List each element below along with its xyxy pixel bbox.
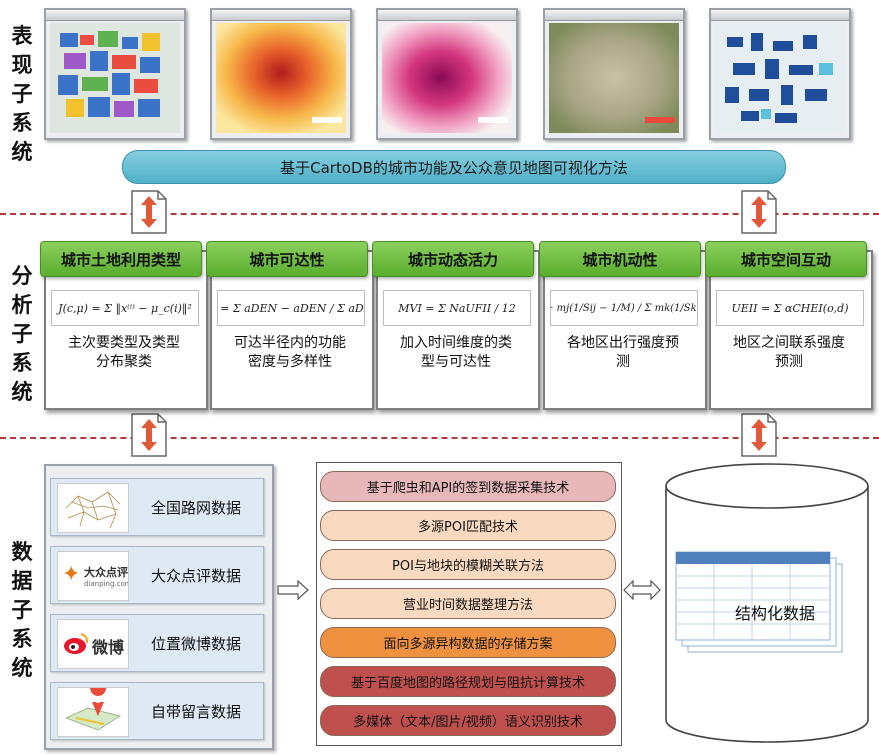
satellite-map-image xyxy=(549,23,679,133)
land-use-map-image xyxy=(50,23,180,133)
data-source-weibo: 微博 位置微博数据 xyxy=(50,614,264,672)
document-exchange-icon xyxy=(741,190,777,234)
card-desc-land-use: 主次要类型及类型分布聚类 xyxy=(68,335,180,370)
map-window-blue-parcels xyxy=(709,8,851,140)
road-network-thumbnail-icon xyxy=(57,483,129,533)
formula-interaction: UEII = Σ αCHEI(o,d) xyxy=(716,290,864,326)
map-window-satellite xyxy=(543,8,685,140)
technique-checkin-collection: 基于爬虫和API的签到数据采集技术 xyxy=(320,471,616,502)
formula-vitality: MVI = Σ NaUFII / 12 xyxy=(383,290,531,326)
technique-multimedia-semantics: 多媒体（文本/图片/视频）语义识别技术 xyxy=(320,705,616,736)
separator-top xyxy=(0,213,879,215)
separator-bottom xyxy=(0,437,879,439)
card-desc-accessibility: 可达半径内的功能密度与多样性 xyxy=(234,335,346,370)
data-source-label: 大众点评数据 xyxy=(151,566,242,585)
heat-map-magenta-image xyxy=(382,23,512,133)
analysis-subsystem-label: 分析子系统 xyxy=(11,264,33,404)
data-source-dianping: ✦ 大众点评 dianping.com 大众点评数据 xyxy=(50,546,264,604)
presentation-subsystem-label: 表现子系统 xyxy=(11,24,33,164)
dianping-logo-icon: ✦ 大众点评 dianping.com xyxy=(57,551,129,601)
card-desc-interaction: 地区之间联系强度预测 xyxy=(733,335,845,370)
card-title-land-use: 城市土地利用类型 xyxy=(40,241,202,277)
map-pin-thumbnail-icon xyxy=(57,687,129,737)
database-cylinder-icon xyxy=(665,463,869,743)
formula-land-use: J(c,μ) = Σ ‖x⁽ⁱ⁾ − μ_c(i)‖² xyxy=(51,290,199,326)
weibo-logo-icon: 微博 xyxy=(57,619,129,669)
data-source-comments: 自带留言数据 xyxy=(50,682,264,740)
document-exchange-icon xyxy=(131,413,167,457)
right-arrow-icon xyxy=(277,580,309,600)
data-source-road-network: 全国路网数据 xyxy=(50,478,264,536)
card-title-vitality: 城市动态活力 xyxy=(372,241,534,277)
technique-poi-parcel-association: POI与地块的模糊关联方法 xyxy=(320,549,616,580)
visualization-method-banner: 基于CartoDB的城市功能及公众意见地图可视化方法 xyxy=(122,150,786,184)
map-window-land-use xyxy=(44,8,186,140)
blue-parcel-map-image xyxy=(715,23,845,133)
map-window-heat-magenta xyxy=(376,8,518,140)
card-title-mobility: 城市机动性 xyxy=(539,241,701,277)
card-desc-vitality: 加入时间维度的类型与可达性 xyxy=(400,335,512,370)
card-title-accessibility: 城市可达性 xyxy=(206,241,368,277)
formula-mobility: Tij = Ti · mj(1/Sij − 1/M) / Σ mk(1/Ski … xyxy=(550,290,698,326)
document-exchange-icon xyxy=(131,190,167,234)
data-source-label: 自带留言数据 xyxy=(151,702,242,721)
heat-map-yellow-image xyxy=(216,23,346,133)
technique-route-impedance: 基于百度地图的路径规划与阻抗计算技术 xyxy=(320,666,616,697)
database-label: 结构化数据 xyxy=(734,604,815,623)
card-desc-mobility: 各地区出行强度预测 xyxy=(567,335,679,370)
map-window-heat-yellow xyxy=(210,8,352,140)
data-source-label: 全国路网数据 xyxy=(151,498,242,517)
technique-business-hours: 营业时间数据整理方法 xyxy=(320,588,616,619)
technique-storage-scheme: 面向多源异构数据的存储方案 xyxy=(320,627,616,658)
double-arrow-icon xyxy=(623,580,661,600)
data-subsystem-label: 数据子系统 xyxy=(11,540,33,680)
card-title-interaction: 城市空间互动 xyxy=(705,241,867,277)
data-source-label: 位置微博数据 xyxy=(151,634,242,653)
formula-accessibility: FC = Σ aDEN − aDEN / Σ aDEN xyxy=(217,290,365,326)
document-exchange-icon xyxy=(741,413,777,457)
technique-poi-matching: 多源POI匹配技术 xyxy=(320,510,616,541)
